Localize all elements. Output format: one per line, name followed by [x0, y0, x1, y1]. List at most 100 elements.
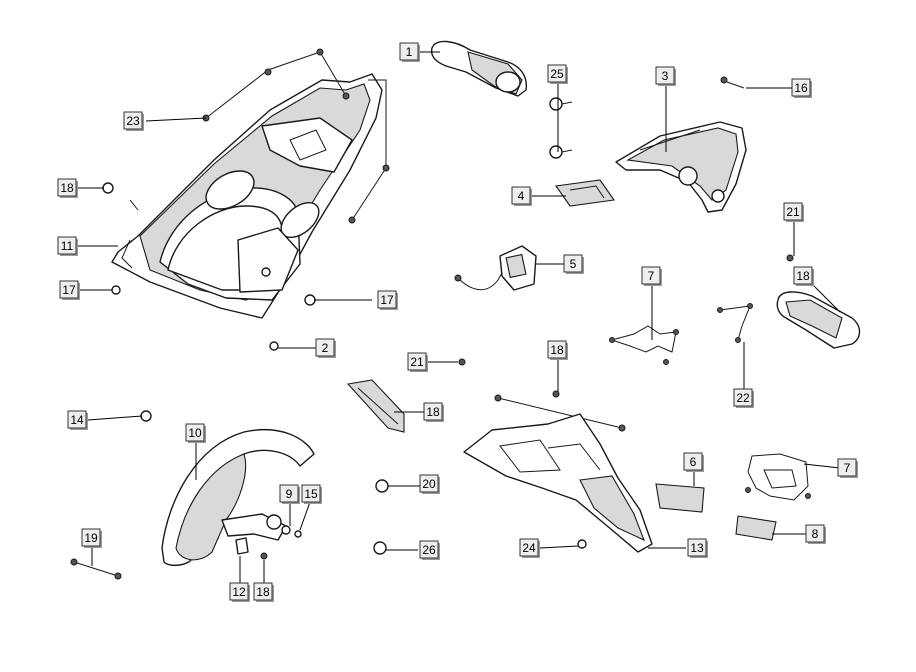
bracket-22-part	[717, 303, 753, 343]
callout-number: 9	[286, 487, 293, 501]
callout-number: 18	[426, 405, 440, 419]
plate-6-part	[655, 483, 705, 513]
callout-2: 2	[315, 338, 336, 358]
callout-18: 18	[547, 340, 568, 360]
callout-number: 7	[648, 269, 655, 283]
callout-20: 20	[419, 474, 440, 494]
callout-number: 20	[422, 477, 436, 491]
callout-number: 18	[796, 269, 810, 283]
fastener-18-a-part	[102, 182, 114, 194]
fastener-18-c-part	[140, 410, 152, 422]
washer-15-part	[294, 530, 302, 538]
bolt-20-part	[375, 479, 389, 493]
callout-7: 7	[837, 458, 858, 478]
screw-16-part	[720, 76, 745, 89]
callout-18: 18	[253, 582, 274, 602]
callout-number: 22	[736, 391, 750, 405]
callout-18: 18	[423, 402, 444, 422]
callout-number: 18	[256, 585, 270, 599]
callout-number: 26	[422, 543, 436, 557]
callout-number: 21	[786, 205, 800, 219]
callout-number: 2	[322, 341, 329, 355]
callout-number: 19	[84, 531, 98, 545]
callout-number: 25	[550, 67, 564, 81]
callout-8: 8	[805, 524, 826, 544]
callout-23: 23	[123, 111, 144, 131]
callout-9: 9	[279, 484, 300, 504]
callout-22: 22	[733, 388, 754, 408]
callout-number: 1	[406, 45, 413, 59]
callout-17: 17	[377, 290, 398, 310]
rear-body-frame-part	[111, 73, 383, 319]
callout-number: 17	[62, 283, 76, 297]
callout-number: 11	[61, 239, 74, 253]
callout-number: 8	[812, 527, 819, 541]
callout-5: 5	[563, 254, 584, 274]
tail-light-part	[615, 121, 747, 213]
callout-15: 15	[301, 484, 322, 504]
callout-number: 24	[522, 541, 536, 555]
bolt-26-part	[373, 541, 387, 555]
front-fender-part	[161, 428, 315, 567]
callout-number: 4	[518, 189, 525, 203]
fastener-18-b-part	[304, 294, 316, 306]
callout-number: 21	[410, 355, 424, 369]
callout-7: 7	[641, 266, 662, 286]
callout-25: 25	[547, 64, 568, 84]
callout-number: 6	[690, 455, 697, 469]
callout-13: 13	[687, 538, 708, 558]
turn-signal-left-part	[430, 40, 527, 97]
callout-21: 21	[407, 352, 428, 372]
callout-number: 7	[844, 461, 851, 475]
callout-number: 10	[188, 426, 202, 440]
clip-17-b-part	[269, 341, 279, 351]
callout-number: 13	[690, 541, 704, 555]
callout-10: 10	[185, 423, 206, 443]
callout-19: 19	[81, 528, 102, 548]
callout-18: 18	[793, 266, 814, 286]
callout-24: 24	[519, 538, 540, 558]
plate-8-part	[735, 515, 777, 541]
rod-18-part	[494, 390, 626, 432]
callout-number: 16	[794, 81, 808, 95]
screw-21-middle-part	[458, 358, 466, 366]
screw-set-23-part	[202, 48, 390, 224]
callout-16: 16	[791, 78, 812, 98]
callout-14: 14	[67, 410, 88, 430]
callout-6: 6	[683, 452, 704, 472]
callout-3: 3	[655, 66, 676, 86]
callout-number: 5	[570, 257, 577, 271]
turn-signal-right-part	[776, 291, 861, 349]
reflector-part	[346, 379, 405, 433]
callout-12: 12	[229, 582, 250, 602]
rear-fender-part	[463, 413, 653, 553]
clip-12-part	[235, 537, 249, 555]
callout-4: 4	[511, 186, 532, 206]
callout-number: 18	[60, 181, 74, 195]
callout-number: 15	[304, 487, 318, 501]
callout-labels: 1 25 3 16 23 18 4 11 5 21 17 7 18 2 17 21 22 18 18 14 10 9 15 6…	[57, 42, 858, 602]
rod-19-part	[70, 558, 122, 580]
clip-17-a-part	[111, 285, 121, 295]
callout-18: 18	[57, 178, 78, 198]
leader-lines	[78, 51, 841, 584]
screw-21-upper-part	[786, 254, 794, 262]
callout-number: 14	[70, 413, 84, 427]
callout-17: 17	[59, 280, 80, 300]
callout-number: 17	[380, 293, 394, 307]
callout-26: 26	[419, 540, 440, 560]
callout-21: 21	[783, 202, 804, 222]
gasket-plate-part	[555, 179, 615, 207]
callout-11: 11	[57, 236, 78, 256]
callout-number: 3	[662, 69, 669, 83]
spacer-9-part	[281, 525, 291, 535]
callout-1: 1	[399, 42, 420, 62]
nut-24-part	[577, 539, 587, 549]
harness-bracket-part	[745, 453, 811, 501]
wire-harness-part	[609, 325, 679, 365]
bolt-pair-25-part	[549, 97, 573, 159]
callout-number: 18	[550, 343, 564, 357]
lamp-socket-part	[454, 245, 537, 291]
callout-number: 23	[126, 114, 140, 128]
